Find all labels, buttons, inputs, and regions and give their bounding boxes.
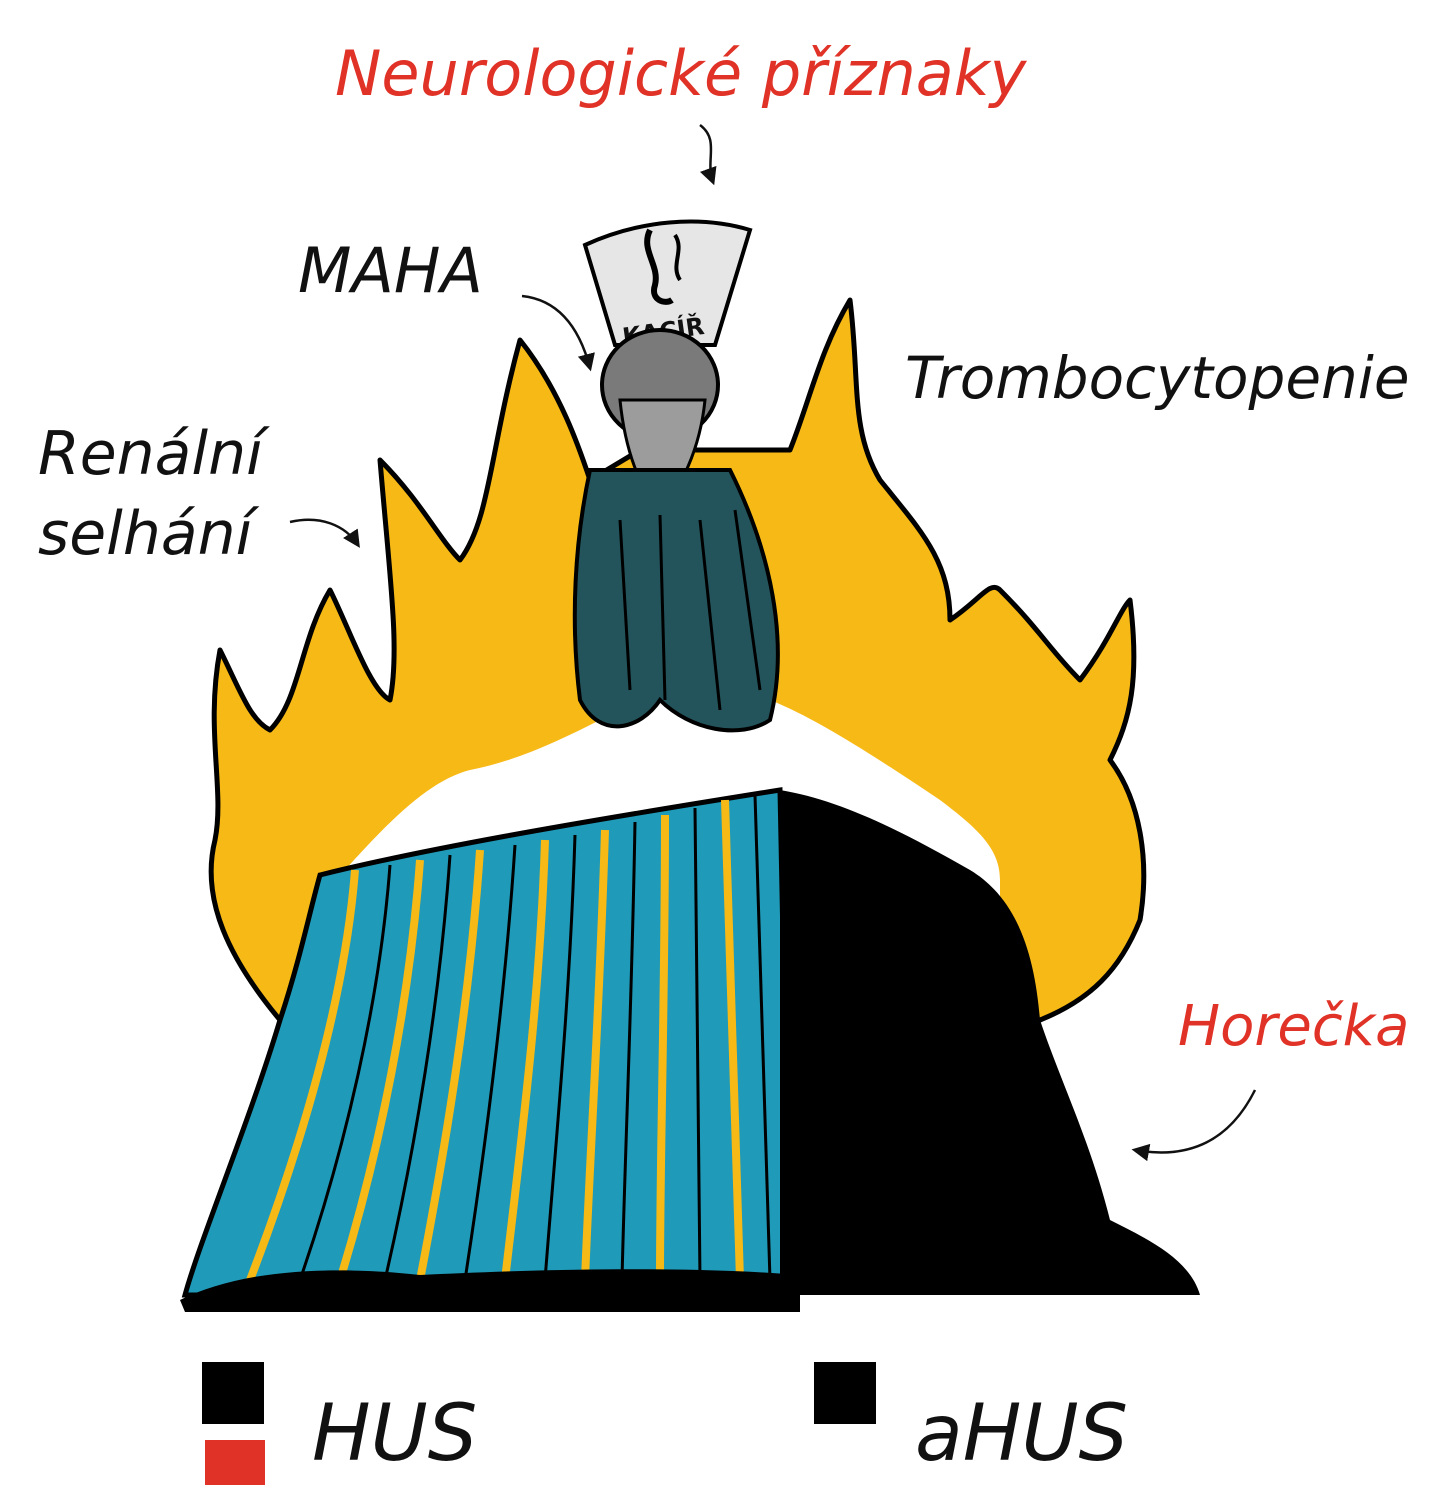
arrow-fever [1135, 1090, 1255, 1153]
heretic-figure [575, 330, 778, 730]
legend-label-hus: HUS [312, 1390, 477, 1480]
legend-swatch-hus-red [205, 1440, 265, 1485]
arrow-neuro [700, 125, 713, 182]
ground-ash [180, 1269, 800, 1312]
legend-swatch-ahus [814, 1362, 876, 1424]
label-fever: Horečka [1178, 995, 1409, 1059]
label-maha: MAHA [298, 235, 483, 306]
legend-label-ahus: aHUS [915, 1390, 1128, 1480]
label-renal-failure-line1: Renální [38, 420, 263, 489]
label-thrombocytopenia: Trombocytopenie [905, 345, 1410, 412]
legend-swatch-hus-black [202, 1362, 264, 1424]
label-renal-failure-line2: selhání [38, 500, 252, 569]
label-neurological-symptoms: Neurologické příznaky [335, 38, 1026, 109]
arrow-renal [290, 520, 358, 545]
